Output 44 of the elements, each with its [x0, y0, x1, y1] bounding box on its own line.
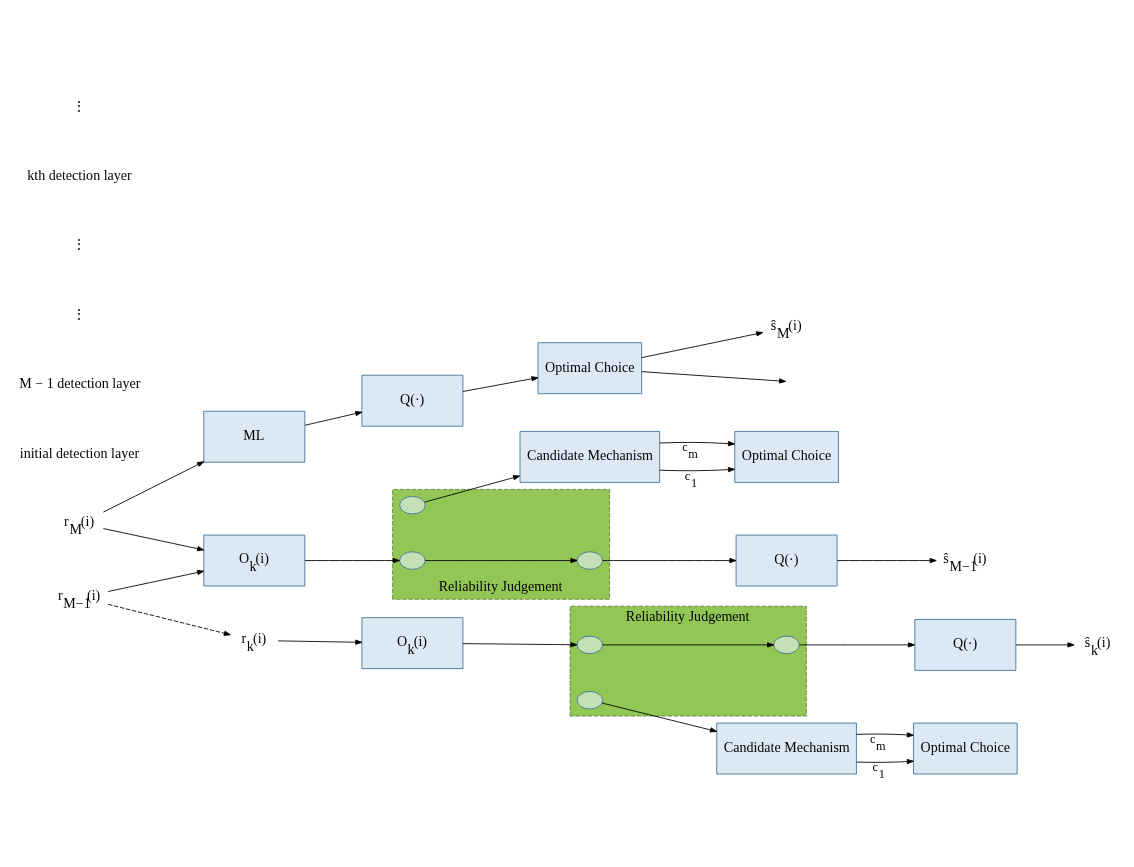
arrow [836, 557, 937, 564]
arrow [304, 411, 363, 426]
node-circle [773, 635, 800, 655]
node-box: Q(·) [914, 618, 1017, 671]
label: M − 1 detection layer [19, 375, 141, 392]
arrow [641, 371, 787, 384]
node-circle [399, 551, 426, 570]
arrow [462, 642, 578, 648]
label: ⋮ [72, 236, 87, 253]
arrow [424, 475, 521, 503]
arrow [602, 557, 737, 564]
arrow [1015, 642, 1075, 648]
node-circle [576, 551, 603, 570]
arrow [798, 642, 915, 648]
node-box: Q(·) [361, 374, 464, 427]
arrow [856, 758, 914, 765]
arrow [601, 702, 718, 733]
node-box: Optimal Choice [537, 342, 643, 395]
arrow [424, 557, 578, 564]
node-circle [576, 635, 603, 655]
label: ⋮ [72, 305, 87, 322]
arrow [462, 376, 539, 392]
label: initial detection layer [19, 444, 140, 461]
arrow [102, 528, 205, 552]
label: ⋮ [72, 97, 87, 114]
label: kth detection layer [27, 167, 132, 184]
node-circle [576, 691, 603, 710]
node-box: ML [203, 410, 306, 463]
arrow [641, 331, 764, 359]
node-box: Optimal Choice [734, 431, 839, 483]
arrow [107, 603, 231, 636]
arrow [659, 467, 736, 473]
arrow [102, 461, 205, 513]
node-circle [399, 496, 426, 515]
arrow [856, 732, 914, 738]
arrow [304, 557, 400, 564]
node-box: Candidate Mechanism [716, 722, 857, 775]
node-box: Candidate Mechanism [519, 431, 661, 483]
arrow [107, 569, 205, 592]
node-box: Optimal Choice [913, 722, 1018, 775]
node-box: Q(·) [735, 534, 838, 587]
arrow [602, 642, 775, 648]
arrow [659, 441, 736, 447]
arrow [277, 639, 363, 645]
